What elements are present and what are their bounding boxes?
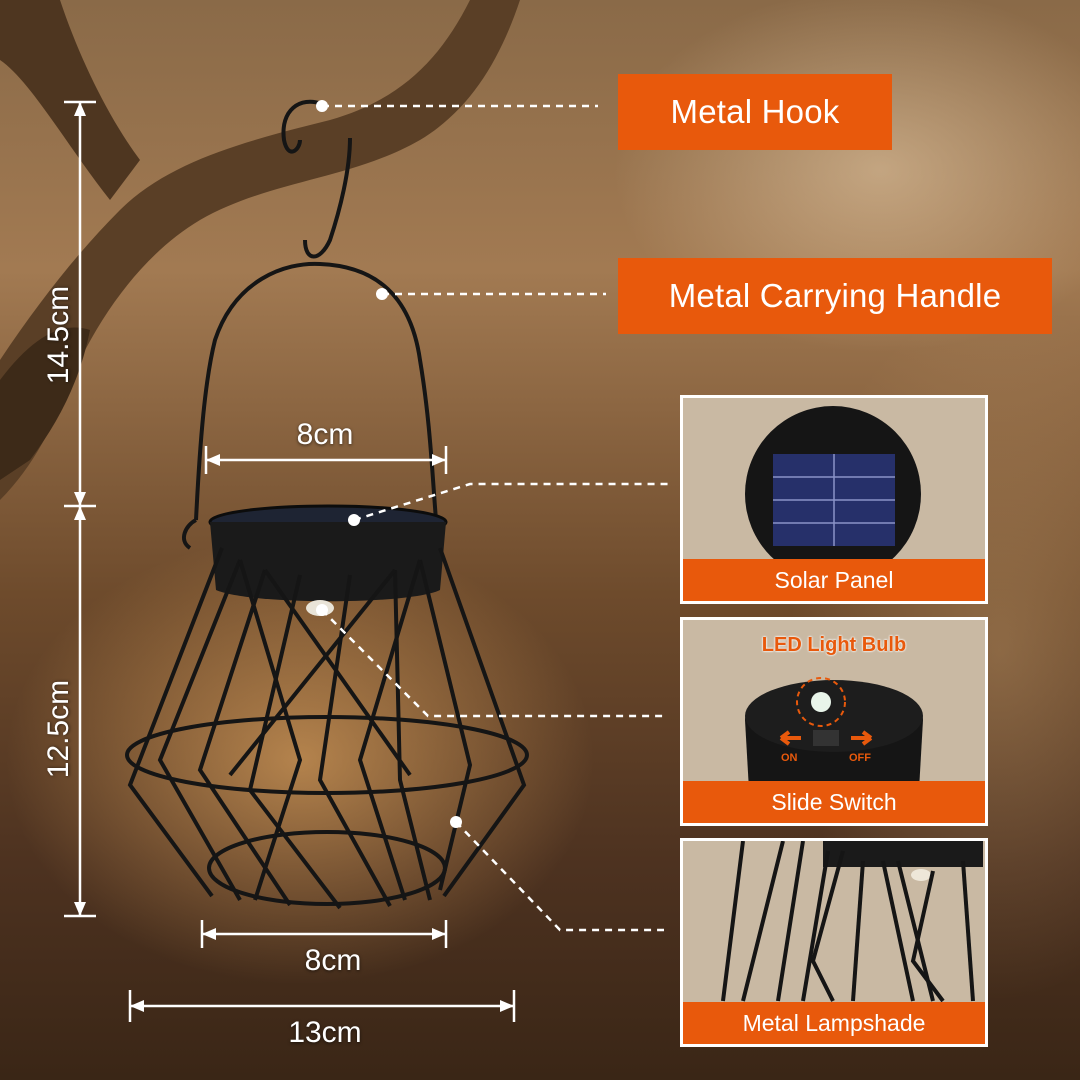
tree-branch-left: [0, 0, 140, 200]
carrying-handle: [194, 261, 438, 521]
leader-lines: [321, 104, 668, 932]
height-top-label: 14.5cm: [42, 285, 75, 385]
leader-dots: [316, 100, 462, 828]
height-bottom-label: 12.5cm: [42, 679, 75, 779]
metal-hook-label: Metal Hook: [618, 74, 892, 150]
led-light-bulb-note: LED Light Bulb: [761, 634, 907, 656]
switch-off-label: OFF: [849, 752, 871, 764]
max-width-label: 13cm: [288, 1016, 362, 1049]
metal-carrying-handle-label: Metal Carrying Handle: [618, 258, 1052, 334]
solar-panel-caption: Solar Panel: [683, 559, 985, 601]
tree-branch: [0, 0, 520, 500]
switch-on-label: ON: [781, 752, 798, 764]
metal-lampshade-inset: Metal Lampshade: [680, 838, 988, 1047]
slide-switch-caption: Slide Switch: [683, 781, 985, 823]
base-width-label: 8cm: [304, 944, 362, 977]
top-width-label: 8cm: [296, 418, 354, 451]
tree-trunk: [0, 327, 90, 480]
slide-switch-inset: LED Light Bulb ON OFF Slide Switch: [680, 617, 988, 826]
solar-panel-inset: Solar Panel: [680, 395, 988, 604]
metal-lampshade-caption: Metal Lampshade: [683, 1002, 985, 1044]
metal-hook: [281, 99, 352, 259]
wire-lampshade: [125, 547, 529, 910]
